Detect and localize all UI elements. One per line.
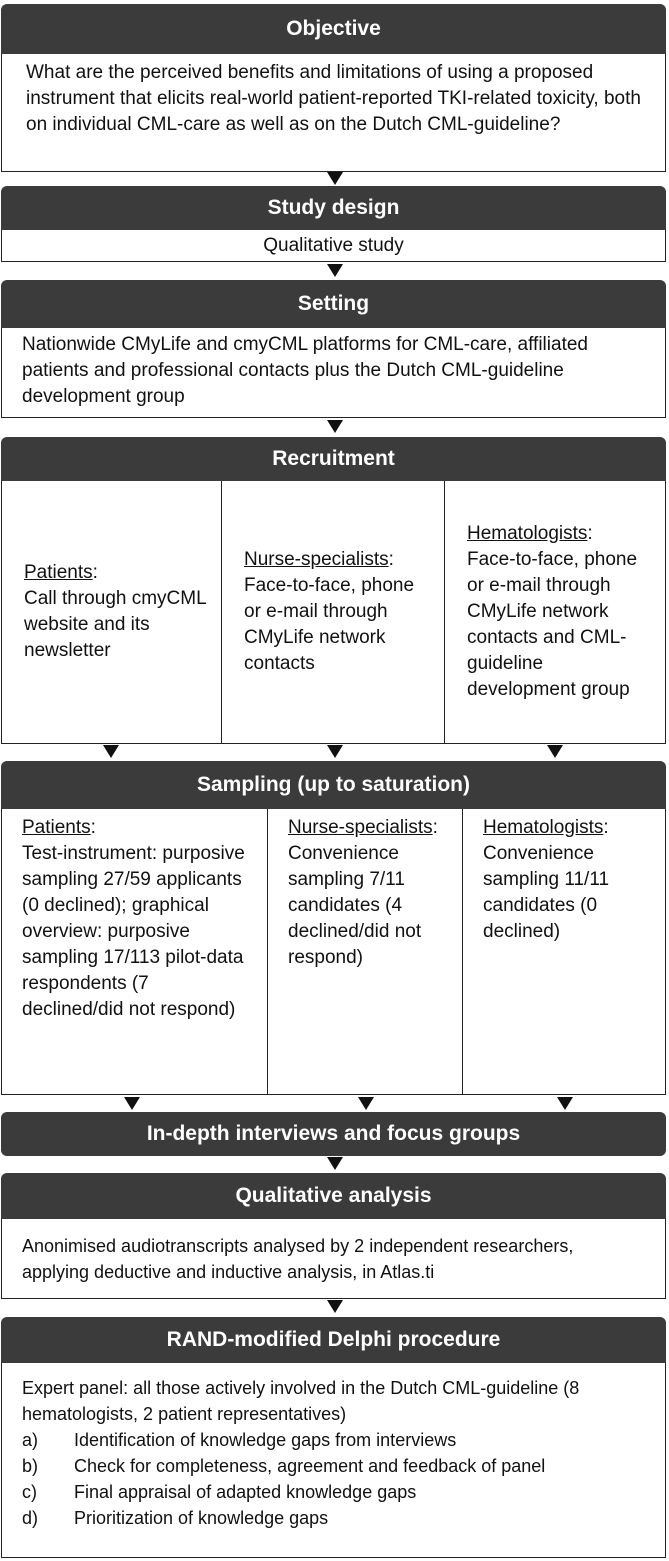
arrow-recruitment-patients: [103, 745, 119, 758]
delphi-steps: a)Identification of knowledge gaps from …: [22, 1427, 651, 1531]
interviews-header: In-depth interviews and focus groups: [1, 1112, 666, 1156]
list-item: b)Check for completeness, agreement and …: [22, 1456, 546, 1476]
arrow-sampling-hematologists: [557, 1097, 573, 1110]
analysis-header: Qualitative analysis: [1, 1173, 666, 1219]
recruitment-header: Recruitment: [1, 437, 666, 481]
arrow-objective-to-design: [327, 172, 343, 185]
sampling-section: Sampling (up to saturation) Patients: Te…: [1, 761, 666, 1095]
list-item: c)Final appraisal of adapted knowledge g…: [22, 1482, 417, 1502]
delphi-body: Expert panel: all those actively involve…: [1, 1363, 666, 1558]
list-item: a)Identification of knowledge gaps from …: [22, 1430, 457, 1450]
sampling-header: Sampling (up to saturation): [1, 761, 666, 809]
sampling-label-patients: Patients: [22, 817, 91, 838]
recruitment-text-hematologists: Face-to-face, phone or e-mail through CM…: [467, 549, 638, 700]
arrow-recruitment-hematologists: [547, 745, 563, 758]
recruitment-col-nurses: Nurse-specialists: Face-to-face, phone o…: [222, 481, 445, 743]
objective-header: Objective: [1, 4, 666, 54]
recruitment-col-patients: Patients: Call through cmyCML website an…: [2, 481, 222, 743]
sampling-label-hematologists: Hematologists: [483, 817, 604, 838]
objective-text: What are the perceived benefits and limi…: [1, 54, 666, 172]
sampling-text-patients: Test-instrument: purposive sampling 27/5…: [22, 843, 245, 1020]
study-design-header: Study design: [1, 186, 666, 230]
sampling-label-nurses: Nurse-specialists: [288, 817, 433, 838]
recruitment-text-nurses: Face-to-face, phone or e-mail through CM…: [244, 575, 415, 674]
interviews-section: In-depth interviews and focus groups: [1, 1112, 666, 1156]
recruitment-label-nurses: Nurse-specialists: [244, 549, 389, 570]
list-item: d)Prioritization of knowledge gaps: [22, 1508, 329, 1528]
sampling-col-hematologists: Hematologists: Convenience sampling 11/1…: [463, 809, 665, 1094]
arrow-analysis-to-delphi: [327, 1300, 343, 1313]
delphi-section: RAND-modified Delphi procedure Expert pa…: [1, 1317, 666, 1558]
sampling-col-nurses: Nurse-specialists: Convenience sampling …: [268, 809, 463, 1094]
setting-section: Setting Nationwide CMyLife and cmyCML pl…: [1, 280, 666, 418]
sampling-text-nurses: Convenience sampling 7/11 candidates (4 …: [288, 843, 422, 968]
setting-text: Nationwide CMyLife and cmyCML platforms …: [1, 328, 666, 418]
arrow-sampling-nurses: [358, 1097, 374, 1110]
study-design-text: Qualitative study: [1, 230, 666, 262]
recruitment-label-patients: Patients: [24, 562, 93, 583]
delphi-header: RAND-modified Delphi procedure: [1, 1317, 666, 1363]
recruitment-text-patients: Call through cmyCML website and its news…: [24, 588, 206, 661]
objective-section: Objective What are the perceived benefit…: [1, 4, 666, 172]
sampling-text-hematologists: Convenience sampling 11/11 candidates (0…: [483, 843, 610, 942]
arrow-setting-to-recruitment: [327, 420, 343, 433]
arrow-design-to-setting: [327, 264, 343, 277]
analysis-text: Anonimised audiotranscripts analysed by …: [1, 1219, 666, 1299]
recruitment-body: Patients: Call through cmyCML website an…: [1, 481, 666, 744]
sampling-col-patients: Patients: Test-instrument: purposive sam…: [2, 809, 268, 1094]
delphi-intro: Expert panel: all those actively involve…: [22, 1378, 580, 1424]
recruitment-section: Recruitment Patients: Call through cmyCM…: [1, 437, 666, 744]
setting-header: Setting: [1, 280, 666, 328]
analysis-section: Qualitative analysis Anonimised audiotra…: [1, 1173, 666, 1299]
arrow-sampling-patients: [124, 1097, 140, 1110]
arrow-recruitment-nurses: [327, 745, 343, 758]
study-design-section: Study design Qualitative study: [1, 186, 666, 262]
recruitment-col-hematologists: Hematologists: Face-to-face, phone or e-…: [445, 481, 665, 743]
arrow-interviews-to-analysis: [327, 1157, 343, 1170]
recruitment-label-hematologists: Hematologists: [467, 523, 588, 544]
sampling-body: Patients: Test-instrument: purposive sam…: [1, 809, 666, 1095]
